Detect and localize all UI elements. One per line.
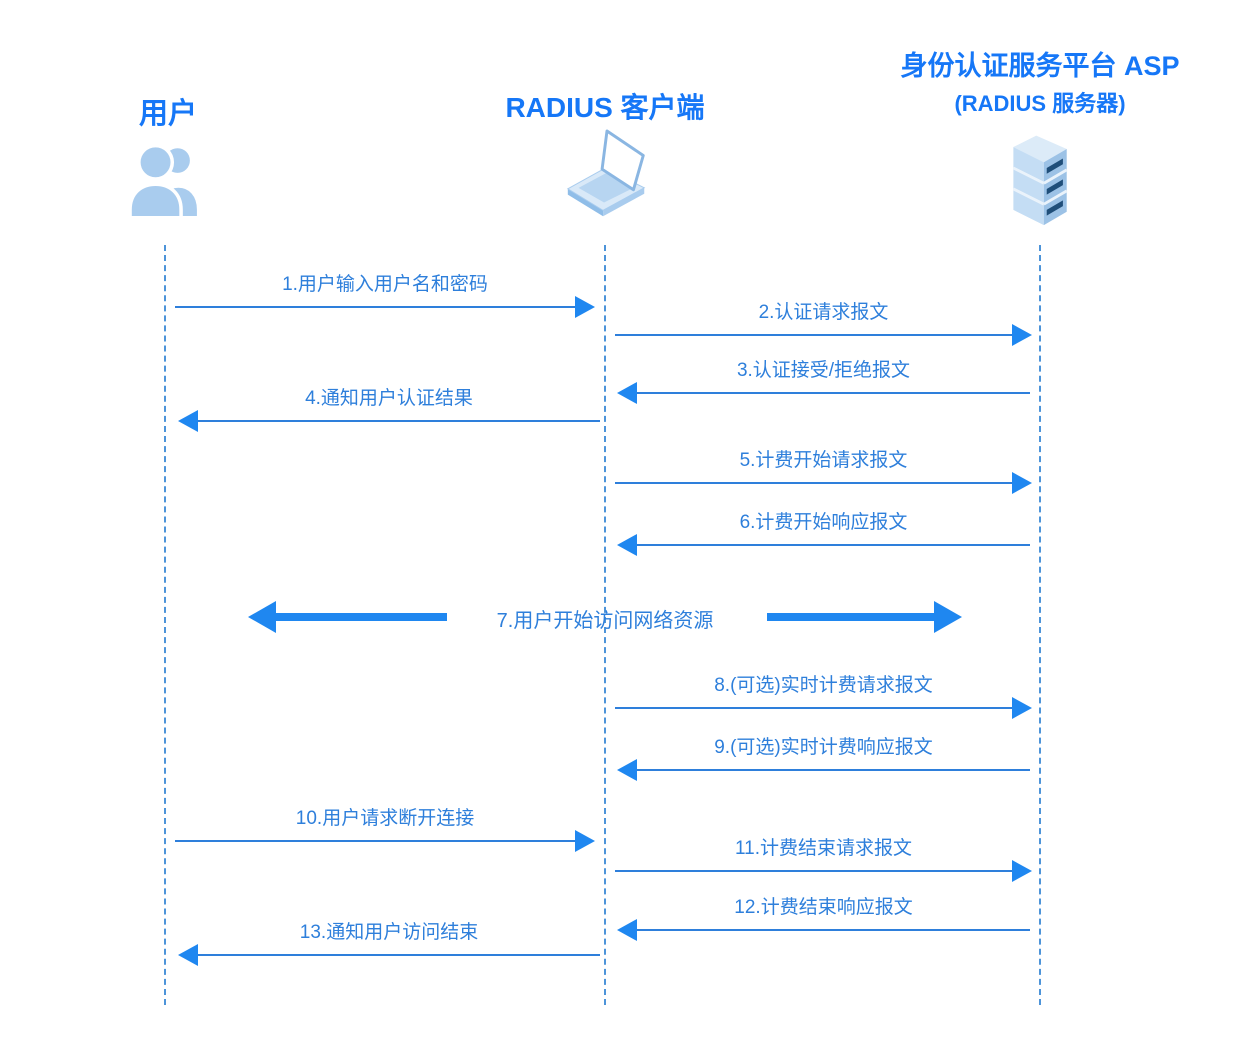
message-4: 4.通知用户认证结果 — [178, 388, 600, 432]
message-9: 9.(可选)实时计费响应报文 — [617, 737, 1030, 781]
arrowhead-right-icon — [575, 296, 595, 318]
arrowhead-left-icon — [178, 410, 198, 432]
message-9-label: 9.(可选)实时计费响应报文 — [714, 737, 933, 758]
message-13: 13.通知用户访问结束 — [178, 922, 600, 966]
message-11: 11.计费结束请求报文 — [615, 838, 1032, 882]
actor-label-server: 身份认证服务平台 ASP (RADIUS 服务器) — [880, 50, 1200, 120]
message-5-label: 5.计费开始请求报文 — [739, 450, 908, 471]
actor-label-server-title: 身份认证服务平台 ASP — [900, 51, 1180, 81]
arrowhead-right-icon — [575, 830, 595, 852]
message-4-arrow — [178, 410, 600, 432]
lifeline-client — [604, 245, 606, 1005]
arrowhead-left-icon — [617, 534, 637, 556]
server-icon — [1006, 128, 1076, 233]
arrowhead-left-icon — [617, 919, 637, 941]
message-10: 10.用户请求断开连接 — [175, 808, 595, 852]
message-12-label: 12.计费结束响应报文 — [734, 897, 913, 918]
arrowhead-left-icon — [178, 944, 198, 966]
message-10-arrow — [175, 830, 595, 852]
message-3-arrow — [617, 382, 1030, 404]
message-7: 7.用户开始访问网络资源 — [248, 598, 962, 636]
message-6-label: 6.计费开始响应报文 — [739, 512, 908, 533]
message-11-arrow — [615, 860, 1032, 882]
message-11-label: 11.计费结束请求报文 — [734, 838, 912, 859]
message-2-label: 2.认证请求报文 — [758, 302, 889, 323]
laptop-icon — [558, 128, 656, 235]
arrowhead-right-icon — [1012, 697, 1032, 719]
message-1-label: 1.用户输入用户名和密码 — [282, 274, 488, 295]
message-5-arrow — [615, 472, 1032, 494]
message-6-arrow — [617, 534, 1030, 556]
actor-label-client: RADIUS 客户端 — [505, 92, 705, 123]
arrowhead-right-icon — [1012, 324, 1032, 346]
arrowhead-left-icon — [248, 601, 276, 633]
message-13-label: 13.通知用户访问结束 — [299, 922, 479, 943]
message-8-arrow — [615, 697, 1032, 719]
users-icon — [123, 138, 211, 225]
message-2: 2.认证请求报文 — [615, 302, 1032, 346]
actor-label-user: 用户 — [138, 98, 197, 130]
message-4-label: 4.通知用户认证结果 — [305, 388, 473, 409]
message-2-arrow — [615, 324, 1032, 346]
message-1-arrow — [175, 296, 595, 318]
message-5: 5.计费开始请求报文 — [615, 450, 1032, 494]
arrowhead-left-icon — [617, 759, 637, 781]
actor-label-server-subtitle: (RADIUS 服务器) — [954, 91, 1126, 116]
message-12-arrow — [617, 919, 1030, 941]
message-8: 8.(可选)实时计费请求报文 — [615, 675, 1032, 719]
message-7-line-right — [767, 613, 935, 621]
message-7-line-left — [274, 613, 447, 621]
message-1: 1.用户输入用户名和密码 — [175, 274, 595, 318]
arrowhead-right-icon — [934, 601, 962, 633]
arrowhead-right-icon — [1012, 472, 1032, 494]
lifeline-server — [1039, 245, 1041, 1005]
message-13-arrow — [178, 944, 600, 966]
arrowhead-right-icon — [1012, 860, 1032, 882]
message-3: 3.认证接受/拒绝报文 — [617, 360, 1030, 404]
message-3-label: 3.认证接受/拒绝报文 — [736, 360, 911, 381]
message-6: 6.计费开始响应报文 — [617, 512, 1030, 556]
message-8-label: 8.(可选)实时计费请求报文 — [714, 675, 933, 696]
message-9-arrow — [617, 759, 1030, 781]
message-10-label: 10.用户请求断开连接 — [295, 808, 475, 829]
message-7-label: 7.用户开始访问网络资源 — [496, 610, 714, 632]
arrowhead-left-icon — [617, 382, 637, 404]
message-12: 12.计费结束响应报文 — [617, 897, 1030, 941]
lifeline-user — [164, 245, 166, 1005]
